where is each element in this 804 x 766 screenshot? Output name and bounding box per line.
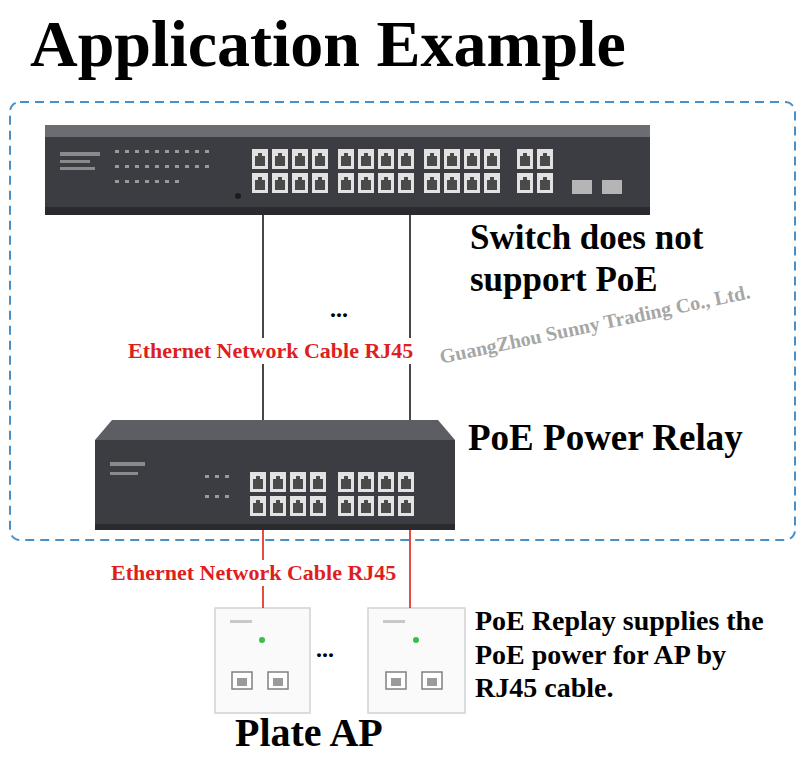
node-caption: PoE Replay supplies the PoE power for AP… — [475, 604, 783, 705]
network-cable — [409, 215, 411, 420]
network-cable — [262, 215, 264, 420]
dashed-group-outline — [10, 102, 795, 540]
ellipsis-mark: ... — [316, 636, 334, 663]
poe-relay-illustration — [95, 420, 455, 530]
ellipsis-mark: ... — [330, 296, 348, 323]
switch-device: Switch does not support PoE — [45, 125, 650, 215]
cable-label: Ethernet Network Cable RJ45 — [108, 560, 399, 586]
switch-illustration — [45, 125, 650, 215]
network-cable — [409, 530, 411, 608]
plate-ap: PoE Replay supplies the PoE power for AP… — [368, 608, 465, 713]
plate-ap-illustration — [215, 608, 465, 713]
plate-ap: Plate AP — [215, 608, 310, 713]
poe-relay-device: PoE Power Relay — [95, 420, 455, 530]
diagram-title: Application Example — [30, 4, 626, 84]
cable-label: Ethernet Network Cable RJ45 — [125, 338, 416, 364]
node-caption: PoE Power Relay — [468, 416, 743, 460]
node-caption: Plate AP — [235, 710, 383, 756]
